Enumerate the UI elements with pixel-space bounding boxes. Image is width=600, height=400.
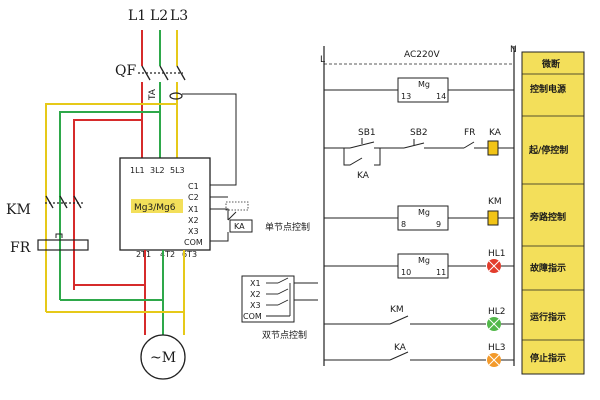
dc-terminal-x2: X2 [250,290,261,299]
terminal-c1: C1 [188,182,199,191]
mg-relay-8-9 [397,205,449,231]
rung-fault: Mg 10 11 HL1 [324,249,514,279]
module-input-3l2: 3L2 [150,166,165,175]
sidebar-item-bypass: 旁路控制 [529,211,566,223]
bypass-wire-l2 [59,111,160,300]
rung-start-stop: SB1 SB2 FR KA KA [324,128,514,181]
dc-terminal-x3: X3 [250,301,261,310]
terminal-c2: C2 [188,193,199,202]
module-input-5l3: 5L3 [170,166,185,175]
sidebar-item-start-stop: 起/停控制 [528,144,568,156]
mg-terminal-9: 9 [436,220,441,229]
current-transformer [169,92,183,100]
double-contact-box [241,275,295,323]
motor-terminal-6t3: 6T3 [182,250,197,259]
phase-label-l3: L3 [170,8,188,24]
contactor-km [45,195,83,209]
sidebar-dividers [522,73,584,341]
ct-label: TA [148,88,158,101]
function-sidebar: 微断 控制电源 起/停控制 旁路控制 故障指示 运行指示 停止指示 [521,51,585,375]
sidebar-item-stopped: 停止指示 [530,352,566,364]
sb2-label: SB2 [410,128,428,138]
phase-label-l1: L1 [128,8,146,24]
bypass-wire-l1 [73,119,142,290]
supply-voltage: AC220V [404,50,440,60]
hl2-label: HL2 [488,307,506,317]
rung-stopped: KA HL3 [324,343,514,367]
output-wire-l1 [73,250,146,290]
sidebar-item-fault: 故障指示 [530,262,566,274]
contactor-label: KM [6,202,31,218]
km-coil-label: KM [488,197,502,207]
mg-terminal-10: 10 [401,268,411,277]
sidebar-panel [521,51,585,375]
rung-bypass: Mg 8 9 KM [324,197,514,231]
thermal-relay-heater [55,233,63,238]
thermal-relay-label: FR [10,240,31,256]
ladder-right-rail-label: N [510,45,517,55]
single-contact-control: KA 单节点控制 [210,201,310,242]
control-ladder: L N AC220V Mg 13 14 SB1 SB2 FR KA [320,45,517,367]
km-coil [487,210,499,226]
phase-label-l2: L2 [150,8,168,24]
mg-terminal-11: 11 [436,268,446,277]
module-terminals: C1 C2 X1 X2 X3 COM [184,182,203,247]
terminal-x2: X2 [188,216,199,225]
relay-ka-box [229,219,253,233]
mg-terminal-8: 8 [401,220,406,229]
breaker-label: QF [115,63,136,79]
motor-label: ~M [150,350,176,366]
relay-ka-label: KA [234,222,245,231]
thermal-relay-fr [37,239,89,251]
terminal-x3: X3 [188,227,199,236]
ka-contact-label: KA [394,343,407,353]
bypass-wire-l3 [45,103,177,312]
motor-terminal-4t2: 4T2 [160,250,175,259]
mg-terminal-14: 14 [436,92,446,101]
sb1-label: SB1 [358,128,376,138]
double-contact-label: 双节点控制 [262,329,307,341]
motor-terminal-2t1: 2T1 [136,250,151,259]
ka-coil-label: KA [489,128,502,138]
mg-relay-13-14 [397,77,449,103]
mg-tag-1: Mg [418,80,430,89]
single-contact-label: 单节点控制 [265,221,310,233]
module-name-highlight [131,199,183,213]
km-contact-label: KM [390,305,404,315]
breaker-qf [138,65,186,81]
sidebar-title: 微断 [541,58,560,70]
ct-feedback-wire [182,93,237,186]
mg-relay-10-11 [397,253,449,279]
rung-control-power: Mg 13 14 [324,77,514,103]
ladder-left-rail-label: L [320,55,325,65]
ka-coil [487,140,499,156]
dc-terminal-x1: X1 [250,279,261,288]
mg-tag-3: Mg [418,256,430,265]
module-name: Mg3/Mg6 [134,203,176,213]
module-input-1l1: 1L1 [130,166,145,175]
mg-terminal-13: 13 [401,92,411,101]
rung-running: KM HL2 [324,305,514,331]
ka-seal-label: KA [357,171,370,181]
sidebar-item-control-power: 控制电源 [530,83,566,95]
sidebar-item-running: 运行指示 [530,311,566,323]
fr-contact-label: FR [464,128,475,138]
terminal-com: COM [184,238,203,247]
motor-symbol [140,334,186,380]
power-circuit: L1 L2 L3 QF TA KM [6,8,318,380]
mg-tag-2: Mg [418,208,430,217]
hl1-label: HL1 [488,249,506,259]
terminal-x1: X1 [188,205,199,214]
dc-terminal-com: COM [243,312,262,321]
hl3-label: HL3 [488,343,506,353]
double-contact-control: X1 X2 X3 COM 双节点控制 [241,275,318,341]
